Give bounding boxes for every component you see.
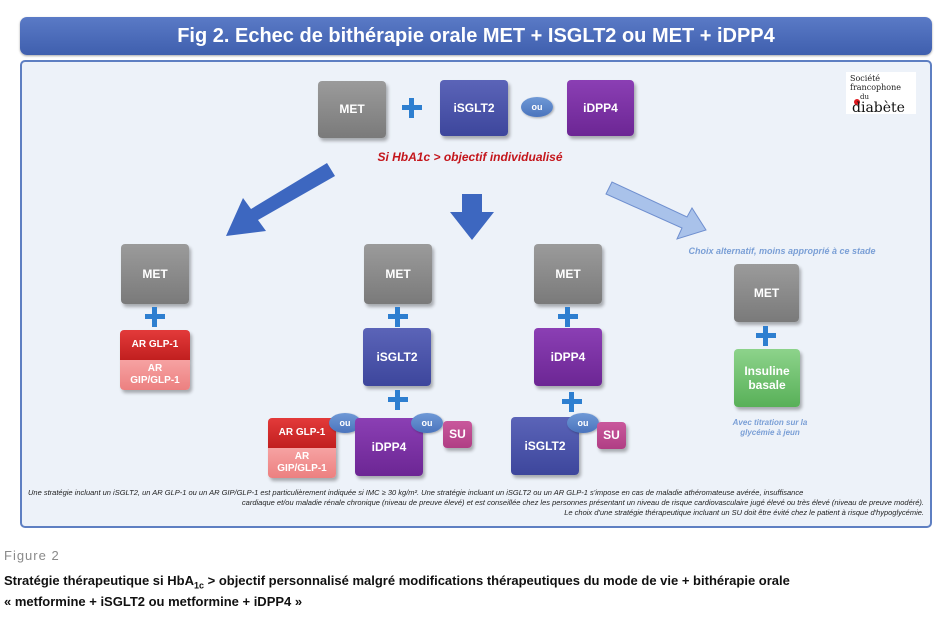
arrow-down	[450, 194, 494, 240]
titration-note: Avec titration sur la glycémie à jeun	[732, 418, 808, 437]
top-isglt2-box: iSGLT2	[440, 80, 508, 136]
plus-icon	[387, 306, 409, 328]
col3-idpp4-box: iDPP4	[534, 328, 602, 386]
svg-text:diabète: diabète	[852, 100, 905, 114]
alternative-choice-label: Choix alternatif, moins approprié à ce s…	[688, 246, 876, 256]
caption-line-1: Stratégie thérapeutique si HbA1c > objec…	[4, 573, 790, 591]
ou-badge: ou	[411, 413, 443, 433]
plus-icon	[755, 325, 777, 347]
svg-text:du: du	[860, 93, 869, 101]
logo-graphic: Société francophone du diabète	[850, 74, 905, 116]
plus-icon	[401, 97, 423, 119]
plus-icon	[144, 306, 166, 328]
col2-idpp4-box: iDPP4	[355, 418, 423, 476]
caption-line-2: « metformine + iSGLT2 ou metformine + iD…	[4, 593, 303, 609]
diagram-footnote: Une stratégie incluant un iSGLT2, un AR …	[28, 488, 924, 518]
ou-badge: ou	[567, 413, 599, 433]
col4-insuline-basale-box: Insuline basale	[734, 349, 800, 407]
figure-label: Figure 2	[4, 548, 60, 563]
top-idpp4-box: iDPP4	[567, 80, 634, 136]
plus-icon	[561, 391, 583, 413]
col3-su-box: SU	[597, 422, 626, 449]
svg-text:Société: Société	[850, 74, 880, 83]
col1-ar-gip-glp1-box: AR GIP/GLP-1	[120, 360, 190, 390]
ou-badge: ou	[329, 413, 361, 433]
col2-su-box: SU	[443, 421, 472, 448]
condition-label: Si HbA1c > objectif individualisé	[377, 150, 563, 164]
col1-ar-glp1-box: AR GLP-1	[120, 330, 190, 360]
footnote-line-2: cardiaque et/ou maladie rénale chronique…	[241, 498, 924, 508]
col4-met-box: MET	[734, 264, 799, 322]
arrow-left	[226, 163, 335, 236]
sfd-logo: Société francophone du diabète	[846, 72, 916, 116]
footnote-line-1: Une stratégie incluant un iSGLT2, un AR …	[28, 488, 804, 497]
col1-met-box: MET	[121, 244, 189, 304]
plus-icon	[557, 306, 579, 328]
top-met-box: MET	[318, 81, 386, 138]
svg-text:francophone: francophone	[850, 83, 901, 92]
figure-title-banner: Fig 2. Echec de bithérapie orale MET + I…	[20, 17, 932, 55]
arrow-right-alternative	[605, 181, 707, 240]
plus-icon	[387, 389, 409, 411]
ou-badge: ou	[521, 97, 553, 117]
figure-title: Fig 2. Echec de bithérapie orale MET + I…	[177, 24, 775, 47]
col2-ar-glp1-box: AR GLP-1	[268, 418, 336, 448]
col2-ar-gip-glp1-box: AR GIP/GLP-1	[268, 448, 336, 478]
col2-met-box: MET	[364, 244, 432, 304]
footnote-line-3: Le choix d'une stratégie thérapeutique i…	[564, 508, 924, 518]
col2-isglt2-box: iSGLT2	[363, 328, 431, 386]
col3-met-box: MET	[534, 244, 602, 304]
figure-caption: Stratégie thérapeutique si HbA1c > objec…	[4, 572, 939, 611]
